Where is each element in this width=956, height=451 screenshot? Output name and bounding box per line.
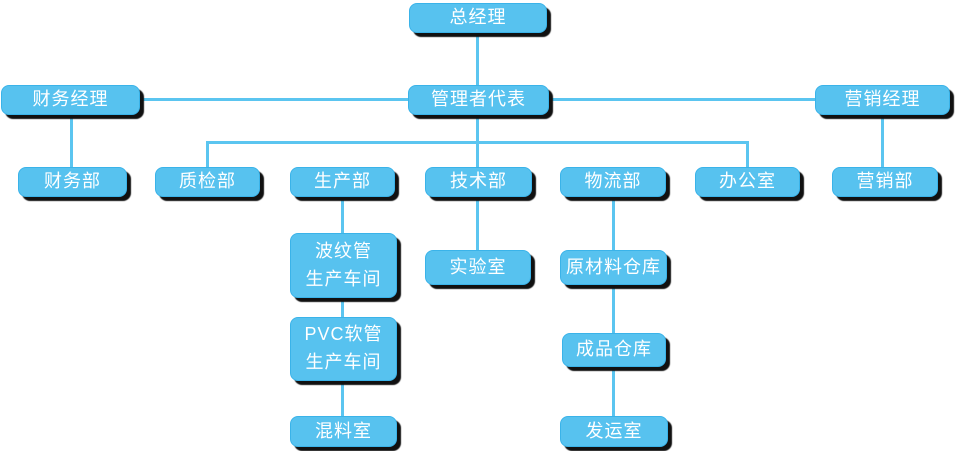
- org-node-finance-dept: 财务部: [18, 167, 127, 197]
- org-node-management-representative: 管理者代表: [408, 85, 549, 115]
- org-node-label: 生产车间: [305, 352, 382, 372]
- connector-prod-to-corrugated-vertical: [341, 197, 344, 233]
- connector-rep-to-mktmgr-horizontal: [549, 98, 815, 101]
- connector-pvc-to-mixing-vertical: [341, 381, 344, 416]
- org-node-finished-goods-warehouse: 成品仓库: [562, 333, 666, 367]
- org-node-label: 混料室: [315, 420, 372, 441]
- org-node-label: 技术部: [450, 171, 507, 192]
- connector-tech-to-lab-vertical: [476, 197, 479, 250]
- org-node-label: 办公室: [719, 171, 776, 192]
- org-node-production-dept: 生产部: [290, 167, 395, 197]
- org-node-label: 生产部: [314, 171, 371, 192]
- connector-department-bus-horizontal: [206, 141, 749, 144]
- org-node-label: 营销部: [856, 171, 914, 192]
- connector-logi-to-raw-vertical: [612, 197, 615, 250]
- org-node-general-manager: 总经理: [409, 3, 547, 33]
- org-node-label: 财务部: [44, 171, 101, 192]
- org-node-label: 成品仓库: [576, 339, 652, 360]
- connector-raw-to-finished-vertical: [612, 285, 615, 333]
- org-node-marketing-dept: 营销部: [832, 167, 938, 197]
- org-node-label: 物流部: [584, 171, 642, 192]
- org-node-finance-manager: 财务经理: [1, 85, 140, 115]
- connector-mktmgr-to-mktdept-vertical: [881, 115, 884, 168]
- org-node-quality-inspection-dept: 质检部: [155, 167, 260, 197]
- org-node-label: 原材料仓库: [566, 256, 661, 277]
- org-node-laboratory: 实验室: [425, 250, 531, 285]
- org-node-label: 营销经理: [844, 89, 921, 110]
- connector-finmgr-to-rep-horizontal: [140, 98, 408, 101]
- org-node-label: PVC软管: [304, 324, 383, 345]
- connector-corrugated-to-pvc-vertical: [341, 298, 344, 317]
- org-node-label: 实验室: [449, 256, 507, 277]
- org-node-label: 发运室: [585, 420, 643, 441]
- connector-finmgr-to-findept-vertical: [70, 115, 73, 168]
- org-node-label: 财务经理: [32, 89, 109, 110]
- org-node-office: 办公室: [695, 167, 800, 197]
- org-node-label: 质检部: [179, 171, 236, 192]
- org-node-raw-material-warehouse: 原材料仓库: [560, 250, 667, 285]
- org-node-technology-dept: 技术部: [425, 167, 532, 197]
- org-node-corrugated-pipe-workshop: 波纹管生产车间: [290, 233, 397, 298]
- org-node-shipping-room: 发运室: [560, 416, 668, 447]
- connector-bus-drop-quality-inspection: [206, 141, 209, 168]
- org-node-label: 管理者代表: [431, 89, 526, 110]
- org-node-label: 总经理: [449, 7, 507, 28]
- org-node-label: 波纹管: [315, 240, 372, 261]
- org-node-marketing-manager: 营销经理: [815, 85, 950, 115]
- connector-gm-to-rep-vertical: [476, 33, 479, 85]
- connector-finished-to-shipping-vertical: [612, 367, 615, 416]
- connector-bus-drop-office: [746, 141, 749, 168]
- org-node-logistics-dept: 物流部: [560, 167, 666, 197]
- org-node-label: 生产车间: [305, 268, 382, 289]
- org-node-mixing-room: 混料室: [290, 416, 397, 447]
- org-node-pvc-hose-workshop: PVC软管生产车间: [290, 317, 397, 381]
